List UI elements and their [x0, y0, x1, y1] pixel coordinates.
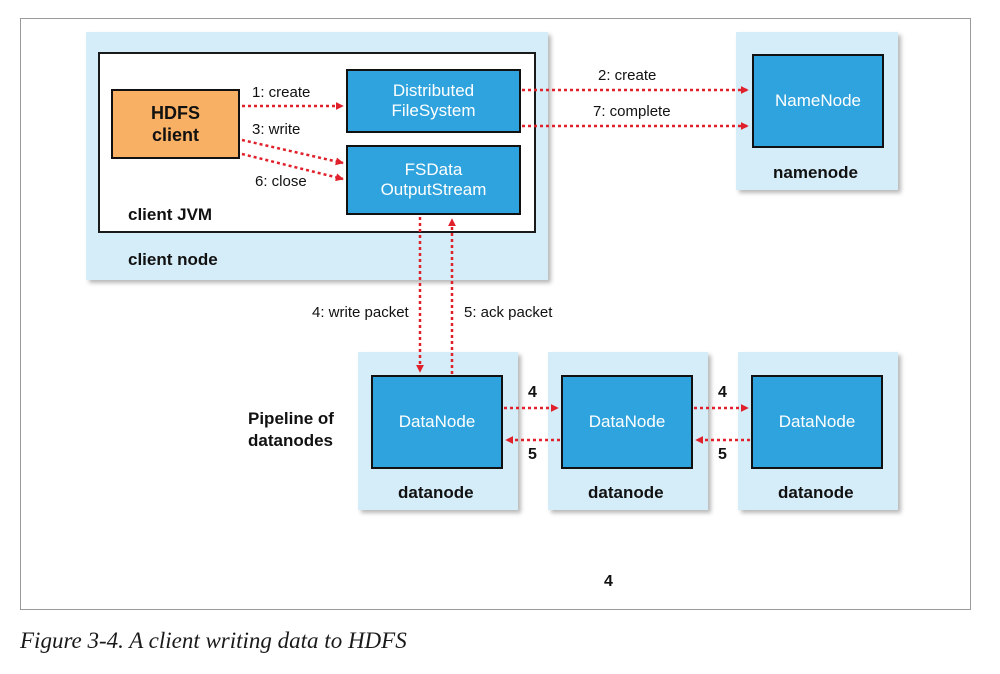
namenode-box: NameNode [752, 54, 884, 148]
edge-label-write-3: 3: write [252, 121, 301, 138]
pipeline-label: Pipeline of datanodes [248, 409, 334, 450]
figure-caption: Figure 3-4. A client writing data to HDF… [20, 628, 407, 653]
arrow-write-3 [241, 138, 344, 166]
edge-label-dn2-dn1: 5 [528, 446, 537, 463]
edge-label-write-packet-4: 4: write packet [312, 304, 409, 321]
namenode-label: namenode [773, 163, 859, 182]
edge-label-dn1-dn2: 4 [528, 384, 537, 401]
edge-label-ack-packet-5: 5: ack packet [464, 304, 553, 321]
fsdata-outputstream-box: FSData OutputStream [346, 145, 521, 215]
datanode-box-1: DataNode [371, 375, 503, 469]
edge-label-create-1: 1: create [252, 84, 311, 101]
datanode-label-3: datanode [778, 483, 854, 502]
datanode-box-3: DataNode [751, 375, 883, 469]
distributed-filesystem-box: Distributed FileSystem [346, 69, 521, 133]
arrow-close-6 [241, 152, 344, 182]
edge-label-dn2-dn3: 4 [718, 384, 727, 401]
hdfs-client-box: HDFS client [111, 89, 240, 159]
edge-label-dn3-dn2: 5 [718, 446, 727, 463]
client-jvm-label: client JVM [128, 205, 213, 224]
client-node-label: client node [128, 250, 218, 269]
datanode-label-1: datanode [398, 483, 474, 502]
edge-label-close-6: 6: close [255, 173, 307, 190]
bottom-number: 4 [604, 573, 613, 590]
edge-label-complete-7: 7: complete [593, 103, 671, 120]
datanode-box-2: DataNode [561, 375, 693, 469]
edge-label-create-2: 2: create [598, 67, 657, 84]
datanode-label-2: datanode [588, 483, 664, 502]
